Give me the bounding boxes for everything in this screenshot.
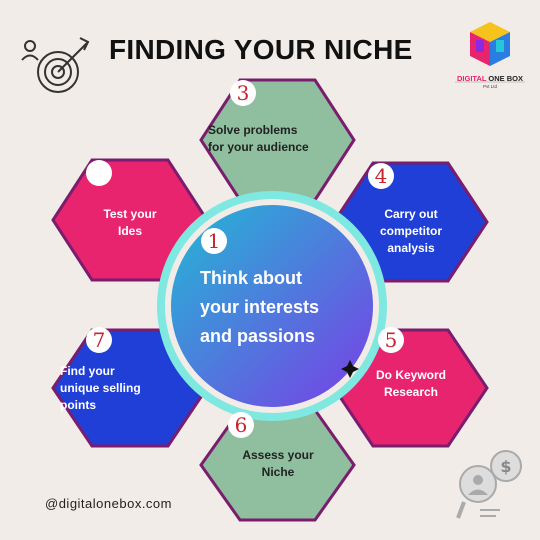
center-label: Think about your interests and passions <box>200 268 320 346</box>
step-6-number: 7 <box>86 327 112 353</box>
step-1-number: 1 <box>201 228 227 254</box>
logo-subtitle: Pvt Ltd <box>482 84 497 89</box>
step-3-number: 4 <box>368 163 394 189</box>
step-7-label: Test your Ides <box>103 207 157 238</box>
step-2-label: Solve problems for your audience <box>208 123 309 154</box>
step-5-number: 6 <box>228 412 254 438</box>
cube-logo-icon <box>470 22 510 66</box>
logo-name: DIGITAL ONE BOX <box>457 74 523 83</box>
website-handle[interactable]: @digitalonebox.com <box>45 496 172 511</box>
step-6-label: Find your unique selling points <box>60 364 141 412</box>
step-4-label: Do Keyword Research <box>375 368 446 399</box>
step-7-number <box>86 160 112 186</box>
page-title: FINDING YOUR NICHE <box>109 34 413 65</box>
search-money-icon: $ <box>456 450 522 519</box>
svg-text:$: $ <box>500 457 511 476</box>
center-circle <box>171 205 373 407</box>
sparkle-icon <box>341 360 359 378</box>
step-3-label: Carry out competitor analysis <box>379 207 442 255</box>
target-person-icon <box>21 37 90 93</box>
step-5-label: Assess your Niche <box>242 448 314 479</box>
step-4-number: 5 <box>378 327 404 353</box>
step-2-number: 3 <box>230 80 256 106</box>
